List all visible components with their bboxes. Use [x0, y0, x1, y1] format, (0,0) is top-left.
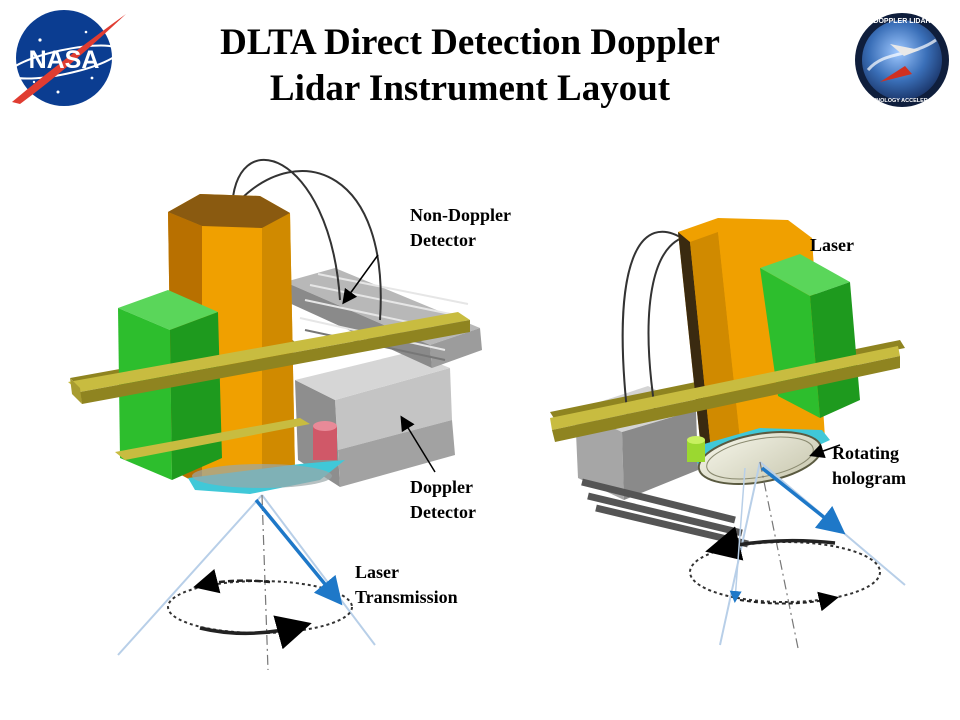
- laser-beam-left: [254, 498, 343, 606]
- badge-text-bottom: TECHNOLOGY ACCELERATOR: [861, 98, 943, 104]
- nasa-logo-text: NASA: [29, 46, 100, 74]
- hologram-pointer: [809, 443, 841, 459]
- left-instrument-view: [68, 158, 482, 671]
- badge-text-top: DOPPLER LIDAR: [873, 18, 930, 25]
- rotating-hologram-disk: [690, 428, 830, 485]
- right-instrument-view: [550, 218, 906, 649]
- label-laser-transmission-line1: Laser: [355, 562, 399, 582]
- scan-ellipse-right: [689, 541, 881, 603]
- scan-ellipse-left: [167, 580, 353, 634]
- label-rotating-line1: Rotating: [832, 443, 899, 463]
- label-rotating-line2: hologram: [832, 468, 906, 488]
- label-laser: Laser: [810, 235, 854, 255]
- non-doppler-pointer: [342, 254, 379, 305]
- label-non-doppler-line2: Detector: [410, 230, 476, 250]
- page-title: DLTA Direct Detection Doppler Lidar Inst…: [150, 20, 790, 112]
- label-non-doppler-detector: Non-Doppler Detector: [410, 203, 511, 253]
- label-laser-transmission: Laser Transmission: [355, 560, 458, 610]
- label-doppler-line1: Doppler: [410, 477, 473, 497]
- laser-beam-right: [760, 466, 846, 535]
- doppler-pointer: [400, 415, 436, 473]
- label-non-doppler-line1: Non-Doppler: [410, 205, 512, 225]
- label-doppler-line2: Detector: [410, 502, 476, 522]
- title-line-1: DLTA Direct Detection Doppler: [220, 22, 720, 63]
- label-rotating-hologram: Rotating hologram: [832, 441, 906, 491]
- label-doppler-detector: Doppler Detector: [410, 475, 476, 525]
- label-laser-transmission-line2: Transmission: [355, 587, 458, 607]
- nasa-meatball-logo: NASA: [8, 10, 126, 106]
- doppler-lidar-badge: DOPPLER LIDAR TECHNOLOGY ACCELERATOR: [855, 13, 949, 107]
- title-line-2: Lidar Instrument Layout: [269, 68, 671, 109]
